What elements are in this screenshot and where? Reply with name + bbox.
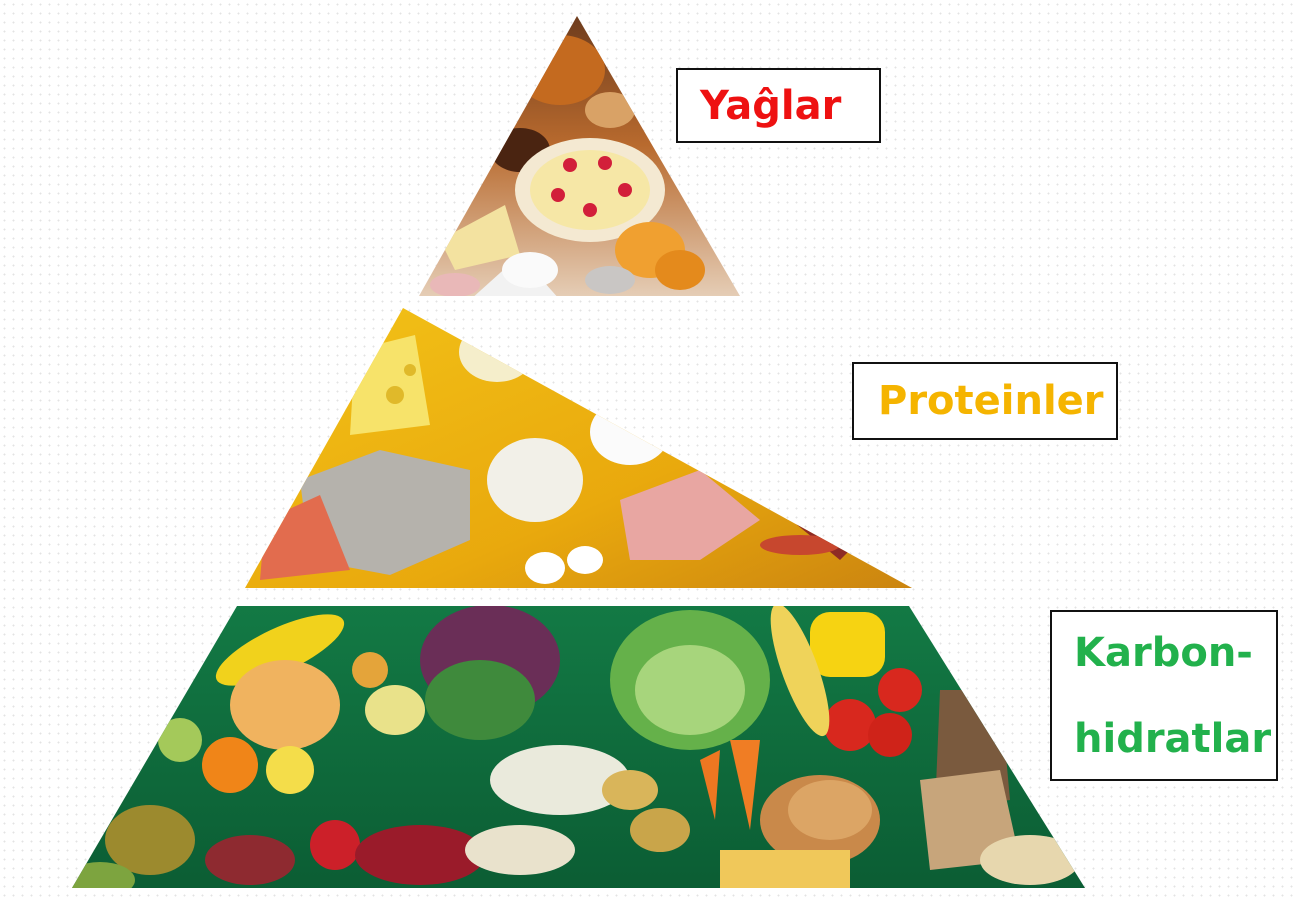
- tier-fats-image: [400, 10, 760, 310]
- label-fats: Yaĝlar: [676, 68, 881, 143]
- label-carbs-line2: hidratlar: [1074, 719, 1271, 759]
- tier-proteins-image: [240, 300, 920, 600]
- label-carbs-line1: Karbon-: [1074, 633, 1253, 673]
- tier-carbs-image: [60, 598, 1100, 900]
- label-fats-text: Yaĝlar: [700, 86, 841, 126]
- label-carbohydrates: Karbon- hidratlar: [1050, 610, 1278, 781]
- label-proteins-text: Proteinler: [878, 381, 1104, 421]
- label-proteins: Proteinler: [852, 362, 1118, 440]
